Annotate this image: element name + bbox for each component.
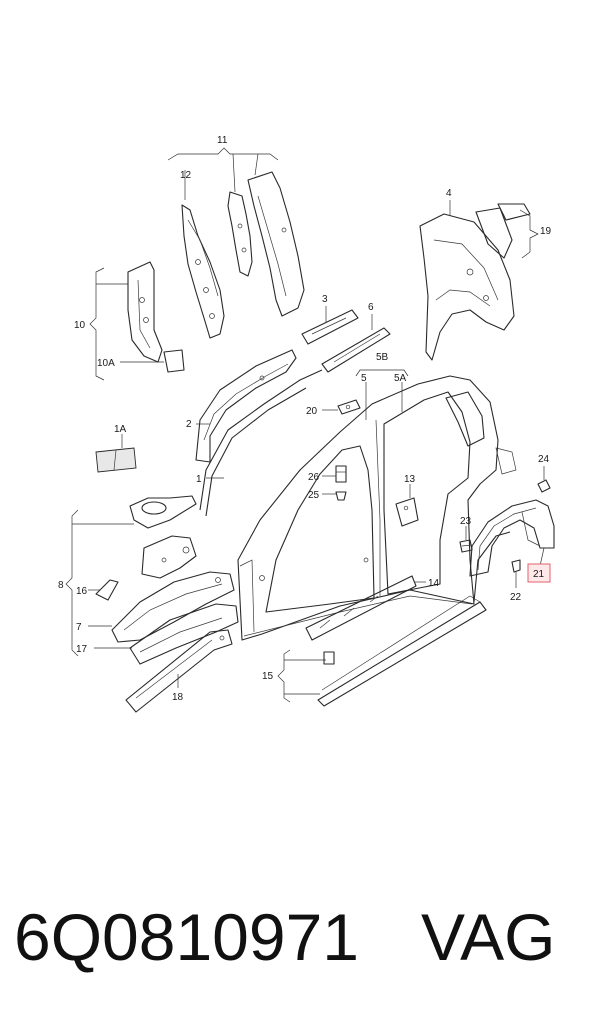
callout-10A: 10A: [97, 358, 115, 369]
part-1a-patch: [95, 447, 137, 473]
callout-17: 17: [76, 644, 88, 655]
part-number: 6Q0810971: [14, 900, 359, 974]
part-22-screw: [511, 559, 521, 573]
group-10-bracket: [89, 267, 128, 381]
callout-12: 12: [180, 170, 192, 181]
callout-1A: 1A: [114, 424, 127, 435]
part-17-lower-rail: [129, 603, 239, 665]
callout-23: 23: [460, 516, 472, 527]
part-18-sill-member: [125, 629, 233, 713]
callout-22: 22: [510, 592, 522, 603]
callout-21: 21: [533, 569, 545, 580]
callout-5A: 5A: [394, 373, 407, 384]
brand-label: VAG: [421, 900, 556, 974]
part-11-inner-strip: [227, 191, 253, 277]
callout-20: 20: [306, 406, 318, 417]
part-24-clip: [537, 479, 551, 493]
part-25-screw: [335, 491, 347, 501]
part-2-roof-rail-inner: [195, 349, 297, 463]
callout-3: 3: [322, 294, 328, 305]
part-13-bracket: [395, 497, 419, 527]
callout-10: 10: [74, 320, 86, 331]
part-14-sill-trim: [305, 575, 417, 641]
callout-1: 1: [196, 474, 202, 485]
callout-25: 25: [308, 490, 320, 501]
callout-11: 11: [217, 135, 228, 146]
parts-exploded-diagram: 11 12 10 10A 3: [58, 135, 555, 713]
group-11-bracket: [167, 147, 279, 200]
callout-24: 24: [538, 454, 550, 465]
part-11-outer-pillar: [247, 171, 305, 317]
part-7-front-longitudinal: [111, 571, 235, 643]
callout-2: 2: [186, 419, 192, 430]
part-20-clip: [337, 399, 361, 415]
part-3-roof-strip: [301, 309, 359, 345]
part-21-wheel-housing-liner: [469, 499, 555, 577]
callout-19: 19: [540, 226, 552, 237]
part-number-caption: 6Q0810971 VAG: [14, 892, 594, 982]
callout-15: 15: [262, 671, 274, 682]
callout-16: 16: [76, 586, 88, 597]
part-8-strut-tower: [129, 495, 197, 579]
part-6-roof-rail: [321, 327, 391, 373]
part-19-reinforcement: [475, 203, 531, 259]
part-15-sill-panel: [317, 595, 487, 707]
callout-18: 18: [172, 692, 184, 703]
part-12-pillar-reinforcement: [181, 204, 225, 339]
callout-13: 13: [404, 474, 416, 485]
part-16-bracket: [95, 579, 119, 601]
part-10-a-pillar-lower: [127, 261, 163, 363]
part-10a-patch: [163, 349, 185, 373]
part-26-stud: [335, 465, 347, 483]
callout-8: 8: [58, 580, 64, 591]
callout-5B: 5B: [376, 352, 389, 363]
part-23-expanding-nut: [459, 539, 473, 553]
callout-21-highlight: [527, 563, 551, 583]
callout-5: 5: [361, 373, 367, 384]
callout-4: 4: [446, 188, 452, 199]
callout-14: 14: [428, 578, 440, 589]
callout-7: 7: [76, 622, 82, 633]
callout-6: 6: [368, 302, 374, 313]
part-4-rear-quarter-inner: [419, 213, 515, 361]
group-15-bracket: [277, 649, 326, 703]
group-8-bracket: [65, 509, 134, 657]
callout-26: 26: [308, 472, 320, 483]
part-1-side-panel: [199, 369, 517, 641]
